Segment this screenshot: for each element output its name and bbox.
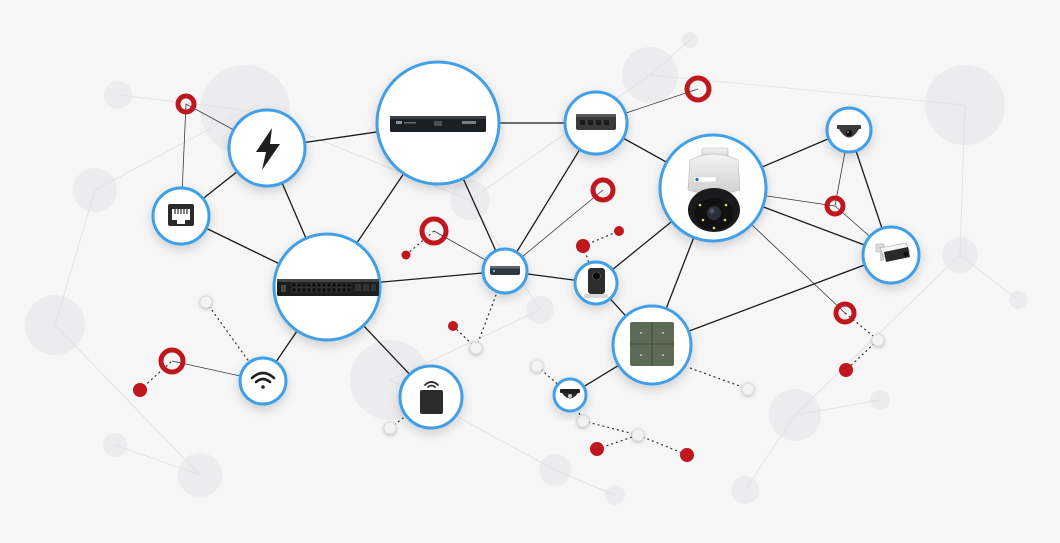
red-dot <box>590 442 604 456</box>
nodes <box>151 60 921 430</box>
ptz-camera-node[interactable] <box>658 133 768 243</box>
lightning-bolt-icon <box>256 128 280 170</box>
nvr-recorder-icon <box>390 116 486 132</box>
ethernet-port-icon <box>168 204 194 226</box>
red-ring <box>175 93 197 115</box>
red-ring <box>590 177 616 203</box>
dotted-link <box>139 360 173 391</box>
link <box>651 254 892 346</box>
pearl-dot <box>469 341 483 355</box>
dotted-link <box>596 434 639 450</box>
cube-camera-node[interactable] <box>573 260 619 306</box>
red-dot <box>576 239 590 253</box>
dotted-link <box>475 270 506 349</box>
touch-panel-icon <box>630 322 674 366</box>
power-node[interactable] <box>227 108 307 188</box>
red-ring <box>158 347 186 375</box>
desktop-switch-icon <box>576 114 616 130</box>
nvr-node[interactable] <box>375 60 501 186</box>
red-dot <box>448 321 458 331</box>
ethernet-node[interactable] <box>151 186 211 246</box>
pearl-markers <box>199 295 885 442</box>
bullet-camera-icon <box>875 242 911 262</box>
dotted-link <box>405 230 435 256</box>
red-ring <box>824 195 846 217</box>
small-switch-node[interactable] <box>563 90 629 156</box>
wireless-ap-icon <box>420 381 443 414</box>
cube-camera-icon <box>584 268 608 298</box>
dotted-link <box>637 434 688 456</box>
fisheye-camera-icon <box>560 389 580 399</box>
ptz-camera-icon <box>687 147 741 232</box>
wireless-ap-node[interactable] <box>398 364 464 430</box>
dotted-link <box>689 367 749 390</box>
pearl-dot <box>631 428 645 442</box>
red-ring <box>684 75 712 103</box>
red-markers <box>133 75 857 462</box>
red-dot <box>680 448 694 462</box>
pearl-dot <box>741 382 755 396</box>
red-dot <box>614 226 624 236</box>
pearl-dot <box>871 333 885 347</box>
dotted-link <box>845 339 879 371</box>
fisheye-camera-node[interactable] <box>552 377 588 413</box>
pearl-dot <box>530 359 544 373</box>
mini-switch-node[interactable] <box>481 247 529 295</box>
red-ring <box>833 301 857 325</box>
pearl-dot <box>199 295 213 309</box>
bg-links <box>54 39 1019 496</box>
pearl-dot <box>383 421 397 435</box>
mini-switch-icon <box>490 266 520 275</box>
red-dot <box>839 363 853 377</box>
dotted-link <box>844 312 879 341</box>
red-dot <box>401 250 411 260</box>
dome-camera-node[interactable] <box>825 106 873 154</box>
dotted-link <box>582 420 639 436</box>
bullet-camera-node[interactable] <box>861 225 921 285</box>
wifi-node[interactable] <box>238 356 288 406</box>
touch-panel-node[interactable] <box>611 304 693 386</box>
dome-camera-icon <box>837 125 861 138</box>
red-ring <box>419 216 449 246</box>
red-dot <box>133 383 147 397</box>
pearl-dot <box>576 414 590 428</box>
node-circle <box>238 356 288 406</box>
wifi-icon <box>250 371 276 389</box>
poe-switch-node[interactable] <box>272 232 382 342</box>
rack-switch-icon <box>277 279 379 296</box>
